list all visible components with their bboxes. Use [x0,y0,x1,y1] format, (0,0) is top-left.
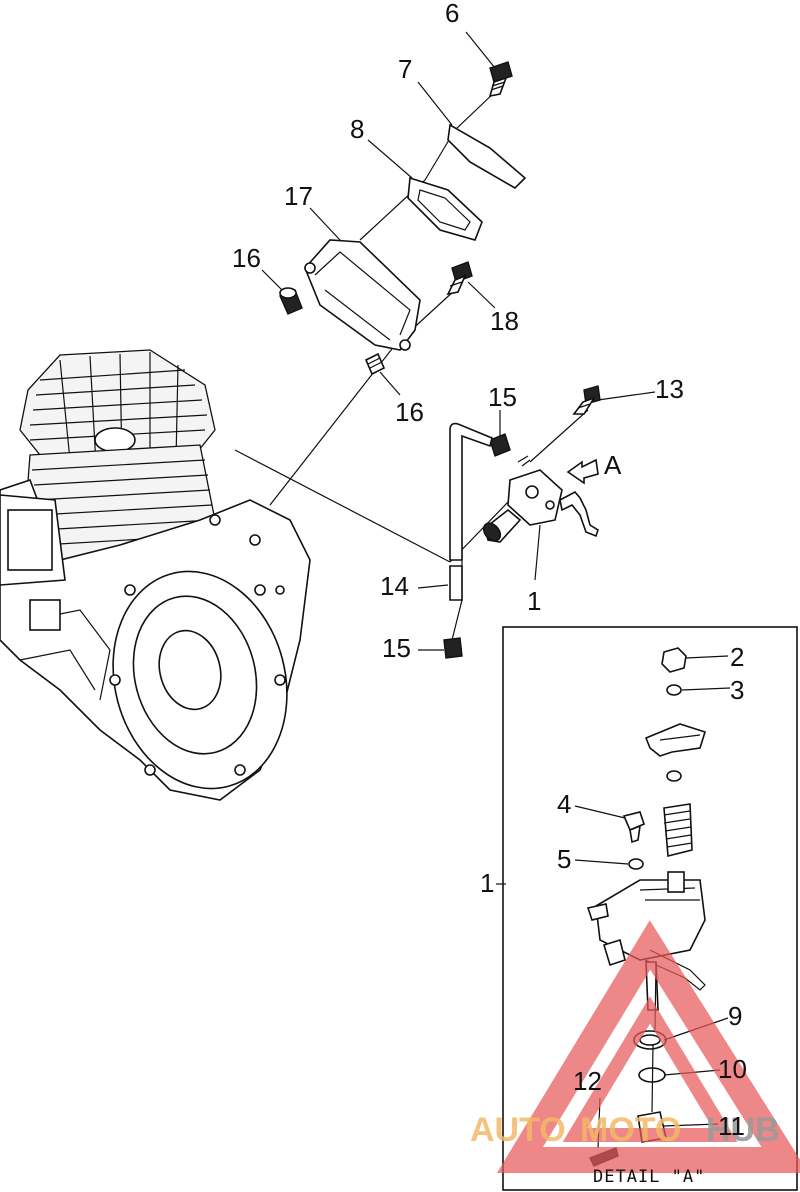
callout-15-lower: 15 [382,633,411,663]
bolt-part-18 [446,261,473,296]
detail-a-panel [496,626,798,1191]
housing-part-17 [304,239,421,351]
watermark-text-moto: MOTO [580,1111,681,1149]
callout-1-detail: 1 [480,868,494,898]
callout-11: 11 [718,1111,745,1141]
clip-part-15-upper [489,433,511,457]
callout-1: 1 [527,586,541,616]
callout-16-lower: 16 [395,397,424,427]
bolt-part-6 [488,61,513,98]
callout-12: 12 [573,1066,602,1096]
bolt-part-13 [572,385,601,415]
callout-10: 10 [718,1054,747,1084]
engine-block-drawing [0,349,311,801]
view-arrow-a [566,458,599,485]
watermark-text-auto: AUTO [470,1111,566,1149]
callout-leaders [261,31,656,651]
callout-7: 7 [398,54,412,84]
callout-6: 6 [445,0,459,28]
callout-17: 17 [284,181,313,211]
callout-14: 14 [380,571,409,601]
watermark-text-hub: HUB [706,1111,780,1149]
plug-part-16-upper [279,287,303,315]
callout-9: 9 [728,1001,742,1031]
watermark-logo: AUTO MOTO HUB [470,920,800,1173]
callout-15-upper: 15 [488,382,517,412]
callout-a: A [604,450,622,480]
callout-16-upper: 16 [232,243,261,273]
callout-8: 8 [350,114,364,144]
plug-part-16-lower [364,352,386,376]
watermark-triangle-inner [562,996,738,1142]
callout-2: 2 [730,642,744,672]
watermark-triangle-outer [496,920,800,1173]
callout-18: 18 [490,306,519,336]
callout-13: 13 [655,374,684,404]
oil-pump-part-1 [482,455,599,543]
detail-a-caption: DETAIL "A" [593,1167,705,1187]
callout-5: 5 [557,844,571,874]
oil-hose-part-14 [449,422,493,601]
cover-plate-part-7 [447,123,527,189]
callout-labels: 6 7 8 17 16 18 16 15 13 A 14 1 15 2 3 4 … [232,0,747,1187]
callout-3: 3 [730,675,744,705]
gasket-part-8 [407,176,483,241]
callout-4: 4 [557,789,571,819]
clip-part-15-lower [443,637,463,659]
